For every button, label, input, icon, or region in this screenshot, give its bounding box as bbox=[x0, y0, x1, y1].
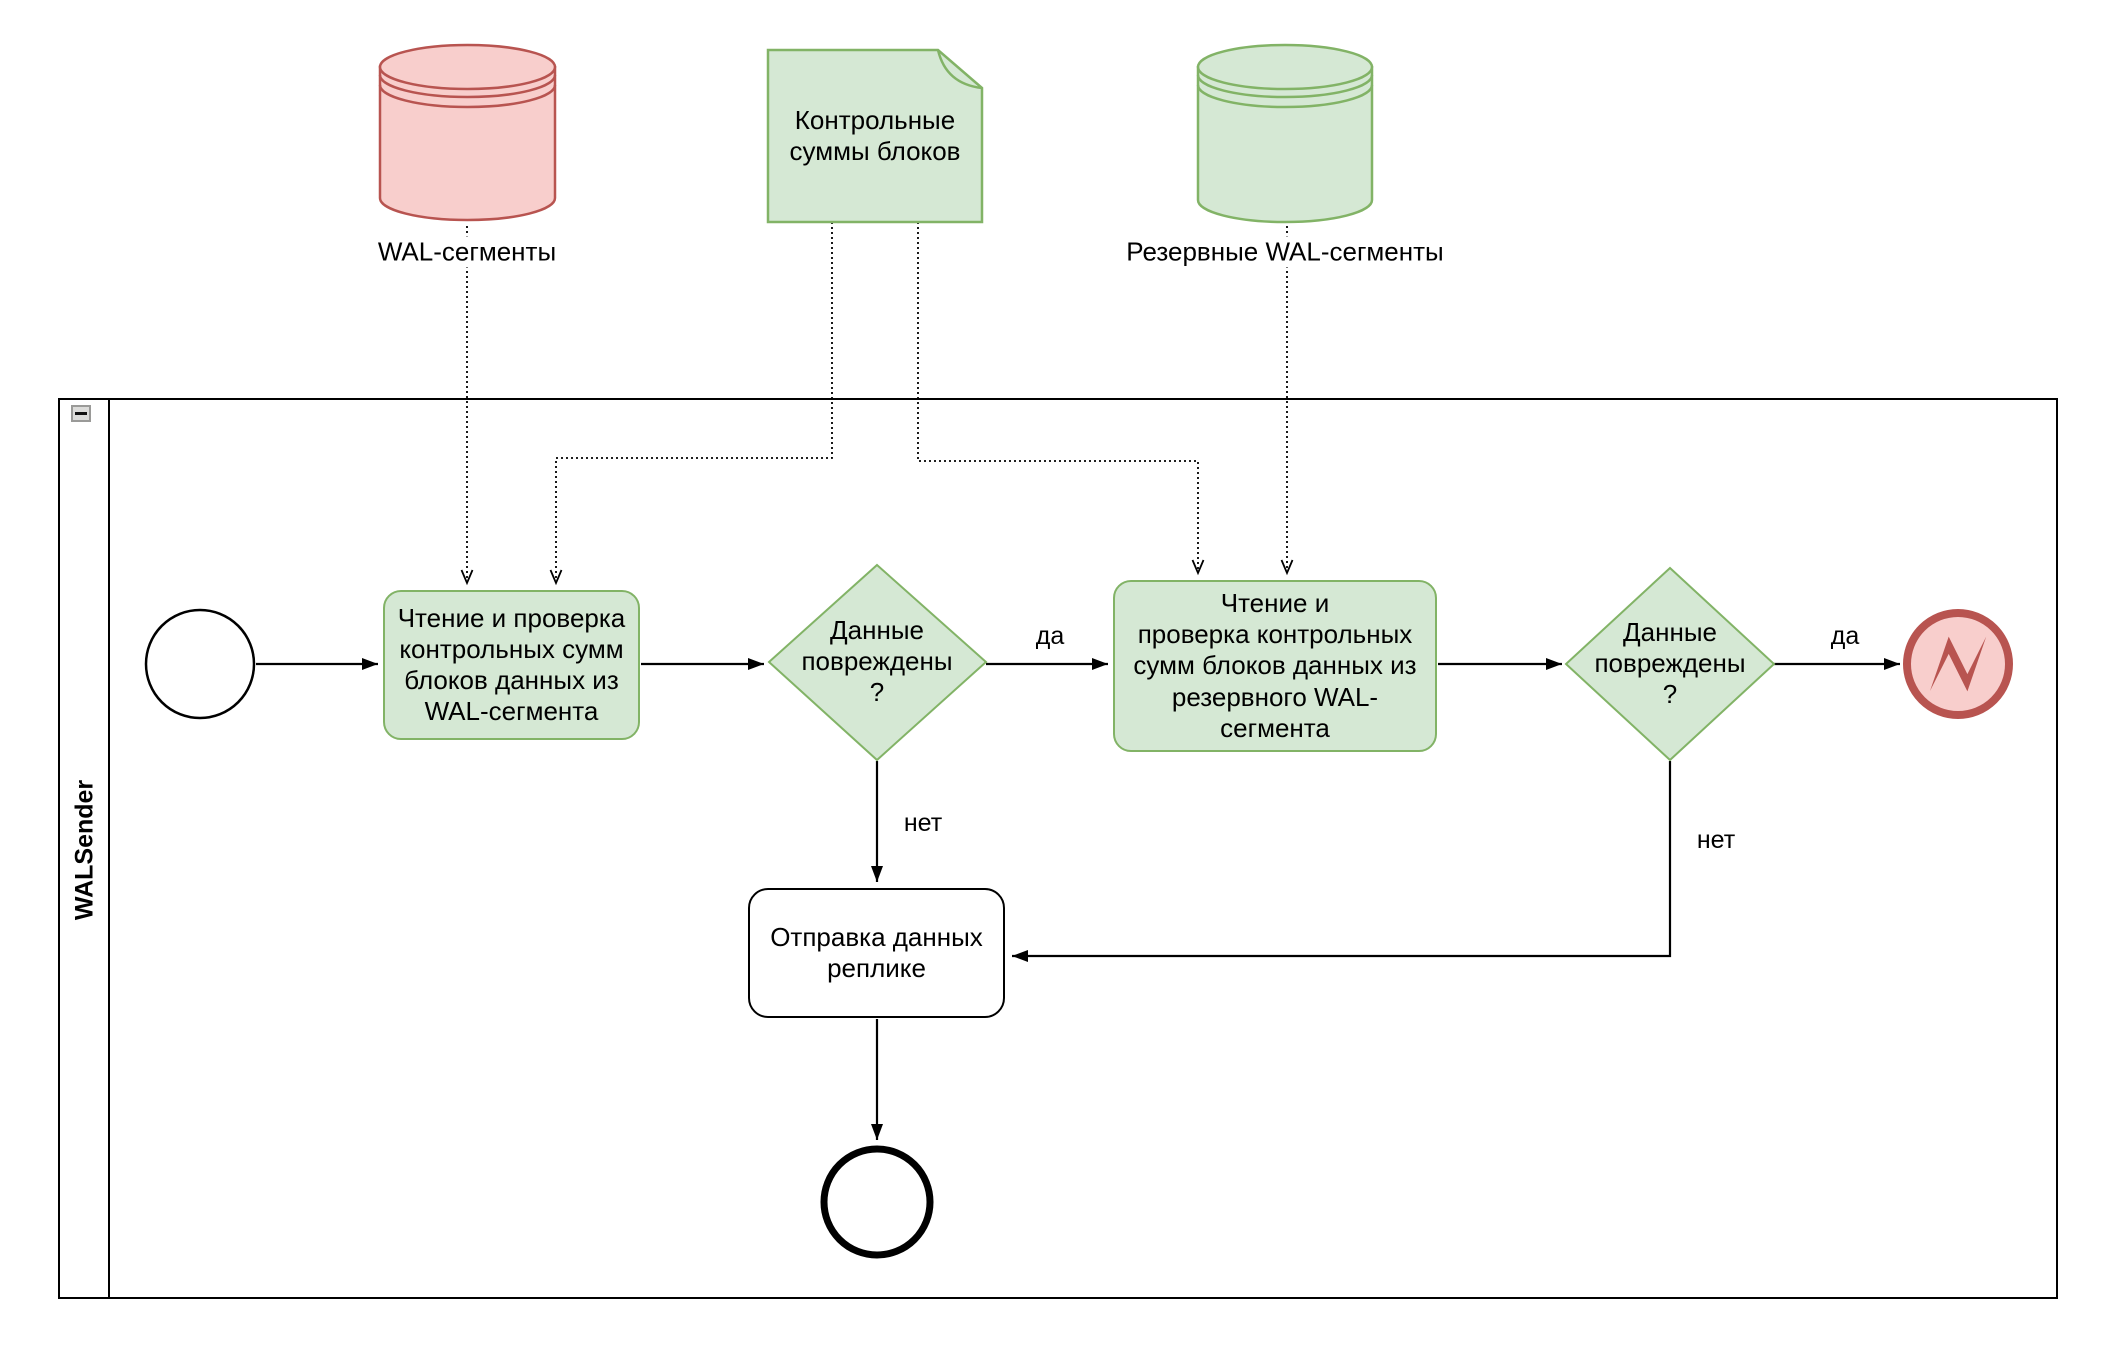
flow-gateway2-no-to-send bbox=[1012, 761, 1672, 962]
task-send-replica-label: Отправка данных реплике bbox=[770, 921, 983, 983]
datastore-backup-wal-segments[interactable] bbox=[1196, 43, 1374, 224]
assoc-checksums-to-read-backup bbox=[917, 222, 1205, 576]
assoc-checksums-to-read-wal bbox=[549, 222, 833, 586]
collapse-pool-button[interactable] bbox=[71, 405, 91, 422]
edge-label-yes-2: да bbox=[1830, 622, 1860, 650]
error-lightning-icon bbox=[1930, 636, 1987, 692]
document-checksums[interactable] bbox=[766, 48, 984, 224]
end-event[interactable] bbox=[820, 1145, 934, 1259]
error-end-event[interactable] bbox=[1903, 609, 2013, 719]
task-read-backup-label: Чтение и проверка контрольных сумм блоко… bbox=[1133, 588, 1417, 743]
edge-label-no-2: нет bbox=[1696, 826, 1736, 854]
gateway-data-corrupted-1[interactable] bbox=[767, 563, 988, 762]
start-event[interactable] bbox=[144, 608, 256, 720]
pool-walsender: WALSender bbox=[58, 398, 2058, 1299]
datastore-wal-segments[interactable] bbox=[378, 43, 557, 222]
task-send-replica[interactable]: Отправка данных реплике bbox=[748, 888, 1005, 1018]
gateway-2-label: Данные повреждены ? bbox=[1594, 617, 1746, 710]
edge-label-yes-1: да bbox=[1035, 622, 1065, 650]
task-read-backup[interactable]: Чтение и проверка контрольных сумм блоко… bbox=[1113, 580, 1437, 752]
backup-wal-segments-label: Резервные WAL-сегменты bbox=[1122, 236, 1448, 268]
wal-segments-label: WAL-сегменты bbox=[373, 236, 561, 268]
minus-icon bbox=[75, 412, 87, 415]
gateway-data-corrupted-2[interactable] bbox=[1564, 566, 1776, 762]
edge-label-no-1: нет bbox=[903, 809, 943, 837]
task-read-wal-label: Чтение и проверка контрольных сумм блоко… bbox=[397, 602, 626, 727]
checksums-label: Контрольные суммы блоков bbox=[789, 104, 961, 166]
task-read-wal[interactable]: Чтение и проверка контрольных сумм блоко… bbox=[383, 590, 640, 740]
gateway-1-label: Данные повреждены ? bbox=[801, 615, 953, 708]
lane-title-strip bbox=[60, 400, 110, 1297]
